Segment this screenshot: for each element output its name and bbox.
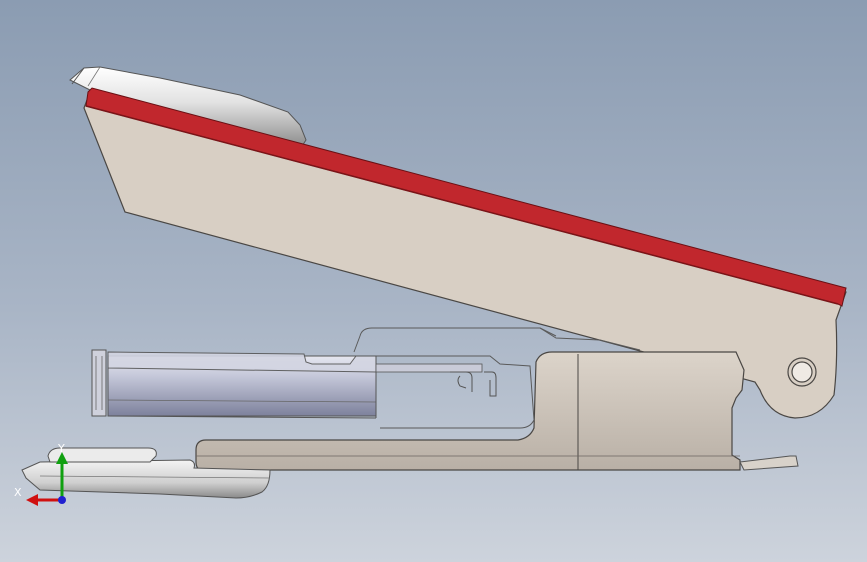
cylinder xyxy=(91,349,497,419)
y-axis-label: Y xyxy=(57,442,65,455)
housing-outline xyxy=(359,327,641,351)
base-plate xyxy=(195,327,745,471)
lever-arm xyxy=(83,87,847,419)
foot-grip xyxy=(21,447,271,499)
end-cap xyxy=(91,349,107,417)
z-axis-dot xyxy=(58,496,66,504)
x-axis-label: X xyxy=(14,486,22,499)
rod-hook xyxy=(450,371,497,397)
right-tab xyxy=(739,455,799,471)
coordinate-triad: Y X xyxy=(14,442,68,506)
